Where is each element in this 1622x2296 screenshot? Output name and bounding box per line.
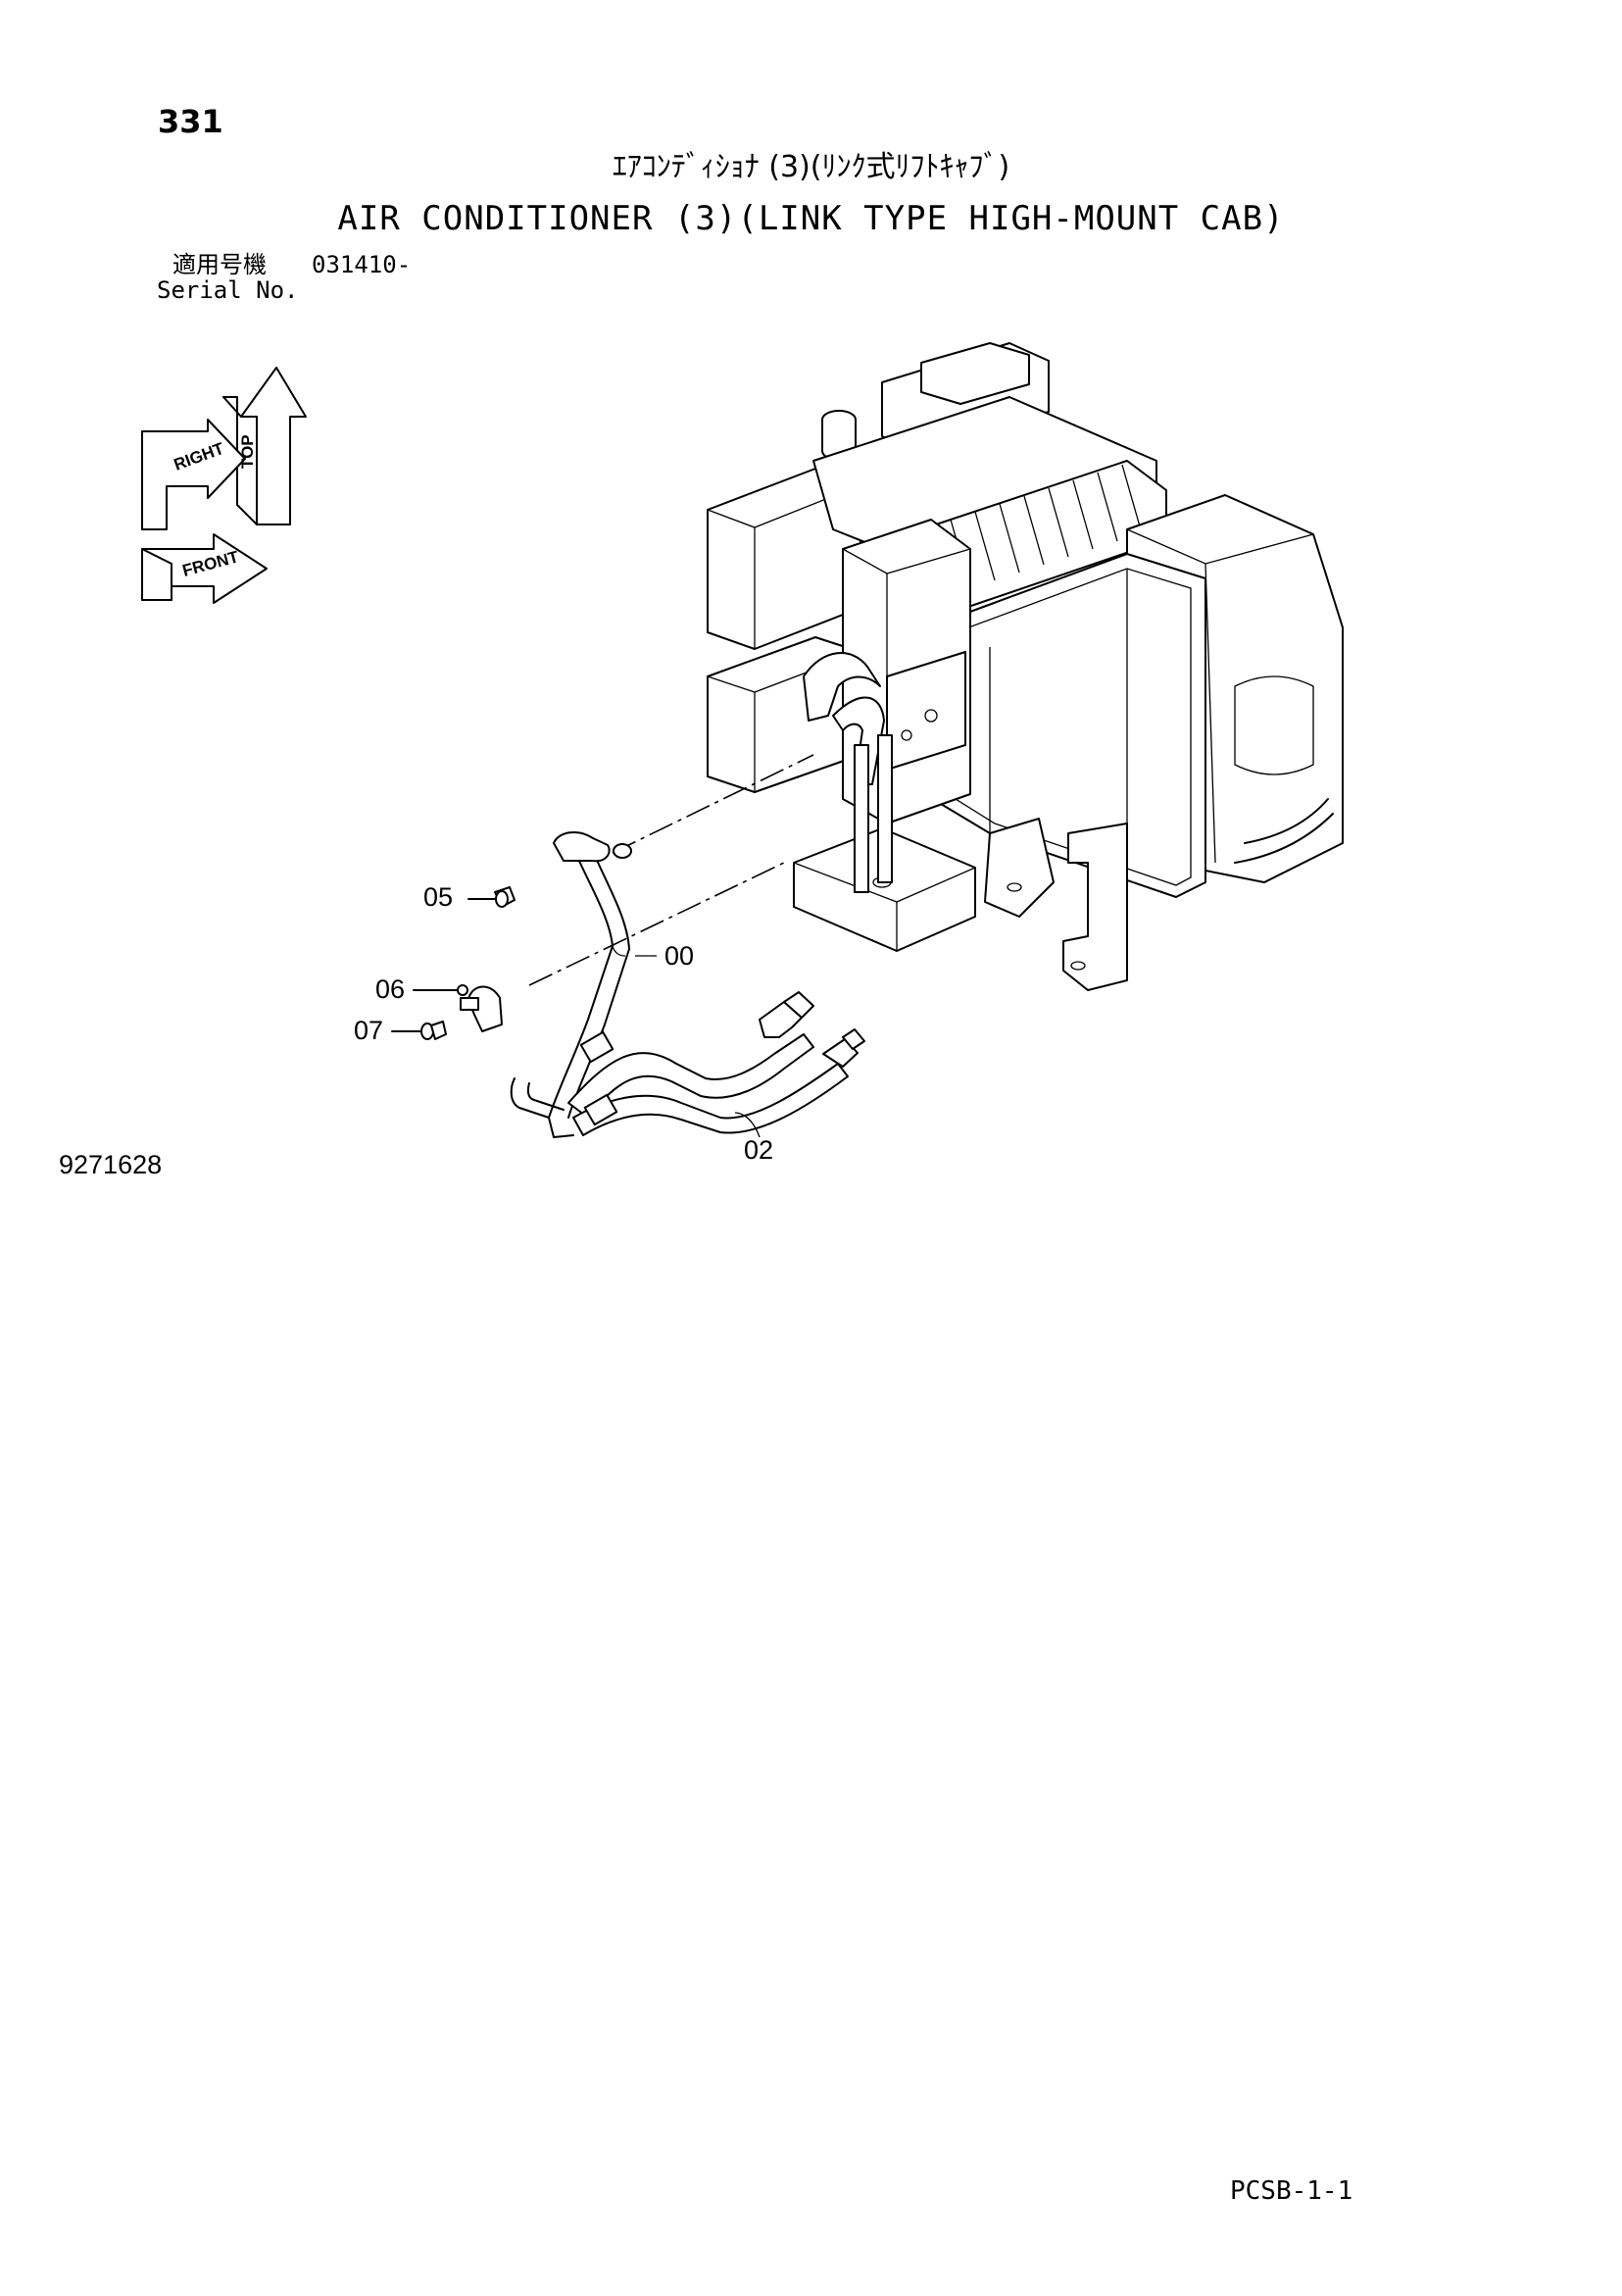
vertical-pipe-a: [854, 744, 869, 893]
front-filter-panel: [940, 553, 1206, 898]
unit-pipe-upper: [803, 652, 881, 722]
right-arrow: [141, 419, 246, 530]
vertical-pipe-b: [877, 734, 893, 883]
pipe-00-clamp-top: [553, 831, 611, 863]
serial-label-english: Serial No.: [157, 276, 299, 304]
pipe-00-fitting: [613, 843, 632, 859]
air-conditioner-unit: [707, 342, 1344, 991]
support-leg-left: [984, 818, 1055, 918]
rear-top-cap: [920, 342, 1030, 405]
hose-02-nut-upper: [783, 991, 814, 1019]
callout-05: 05: [423, 882, 454, 912]
page-number: 331: [158, 103, 223, 140]
page-code: PCSB-1-1: [1230, 2176, 1353, 2206]
title-english: AIR CONDITIONER (3)(LINK TYPE HIGH-MOUNT…: [337, 199, 1285, 238]
pipe-00-inner: [567, 850, 630, 1119]
hose-assembly-02: [567, 991, 865, 1136]
screw-07: [391, 1021, 447, 1040]
pipe-assembly-00: [510, 831, 632, 1138]
hose-02-nut-lower: [842, 1028, 865, 1050]
callout-00: 00: [664, 941, 695, 971]
serial-number-value: 031410-: [312, 251, 412, 278]
orientation-indicator: TOP RIGHT FRONT: [141, 367, 307, 604]
callout-02: 02: [744, 1135, 774, 1165]
serial-label-japanese: 適用号機: [172, 251, 267, 278]
hose-02-ferrule-a: [579, 1030, 614, 1064]
leader-lines: [612, 945, 761, 1138]
bolt-05: [467, 886, 516, 908]
drawing-number: 9271628: [59, 1150, 163, 1179]
orientation-top-label: TOP: [238, 434, 257, 469]
callout-07: 07: [354, 1016, 384, 1045]
assembly-lines: [528, 754, 814, 986]
hose-02-body: [567, 1033, 814, 1119]
hose-02-lower: [572, 1063, 849, 1136]
title-japanese: ｴｱｺﾝﾃﾞｨｼｮﾅ (3)(ﾘﾝｸ式ﾘﾌﾄｷｬﾌﾞ): [612, 150, 1010, 184]
hose-02-ferrule-b: [583, 1093, 618, 1126]
front-arrow-base: [141, 548, 172, 601]
pipe-00-outer: [548, 847, 614, 1138]
support-leg-right: [1062, 823, 1128, 991]
unit-pipe-lower: [832, 696, 885, 785]
callout-06: 06: [375, 974, 406, 1004]
clamp-06: [413, 984, 503, 1032]
